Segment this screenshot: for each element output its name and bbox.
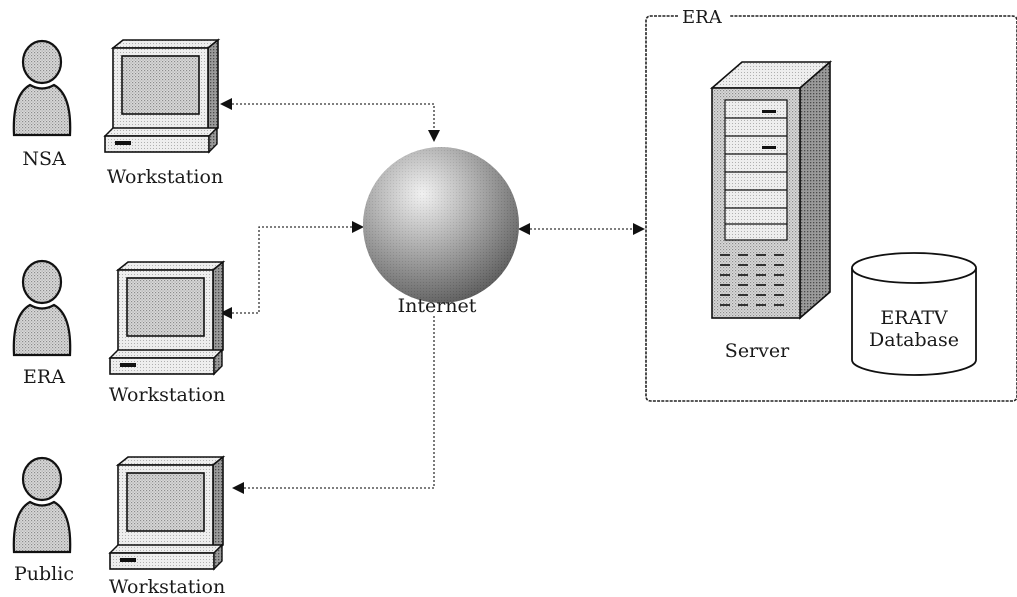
internet: Internet: [363, 147, 519, 317]
database-icon: [851, 252, 977, 376]
public-user: Public: [12, 456, 74, 585]
nsa-user: NSA: [12, 39, 72, 170]
workstation-icon: [109, 261, 224, 375]
person-icon: [12, 259, 72, 357]
person-icon: [12, 456, 72, 554]
era-group: ERA: [645, 7, 1017, 402]
connectors: [220, 98, 645, 494]
database-label-line1: ERATV: [880, 307, 948, 329]
nsa-workstation: Workstation: [104, 39, 223, 188]
nsa-workstation-label: Workstation: [107, 166, 223, 188]
person-icon: [12, 39, 72, 137]
database: ERATV Database: [851, 252, 977, 376]
workstation-icon: [104, 39, 219, 153]
era-workstation-label: Workstation: [109, 384, 225, 406]
nsa-label: NSA: [22, 148, 66, 170]
public-label: Public: [14, 563, 74, 585]
era-user: ERA: [12, 259, 72, 388]
public-workstation-label: Workstation: [109, 576, 225, 597]
era-workstation: Workstation: [109, 261, 225, 406]
server-label: Server: [725, 340, 790, 362]
nsa-link: [232, 103, 435, 132]
public-workstation: Workstation: [109, 456, 225, 597]
internet-label: Internet: [398, 295, 477, 317]
era-group-title: ERA: [682, 7, 723, 28]
workstation-icon: [109, 456, 224, 570]
database-label-line2: Database: [869, 329, 959, 351]
era-link: [232, 226, 352, 314]
public-link: [244, 316, 435, 489]
server: Server: [709, 60, 833, 362]
era-user-label: ERA: [23, 366, 65, 388]
server-icon: [709, 60, 833, 320]
